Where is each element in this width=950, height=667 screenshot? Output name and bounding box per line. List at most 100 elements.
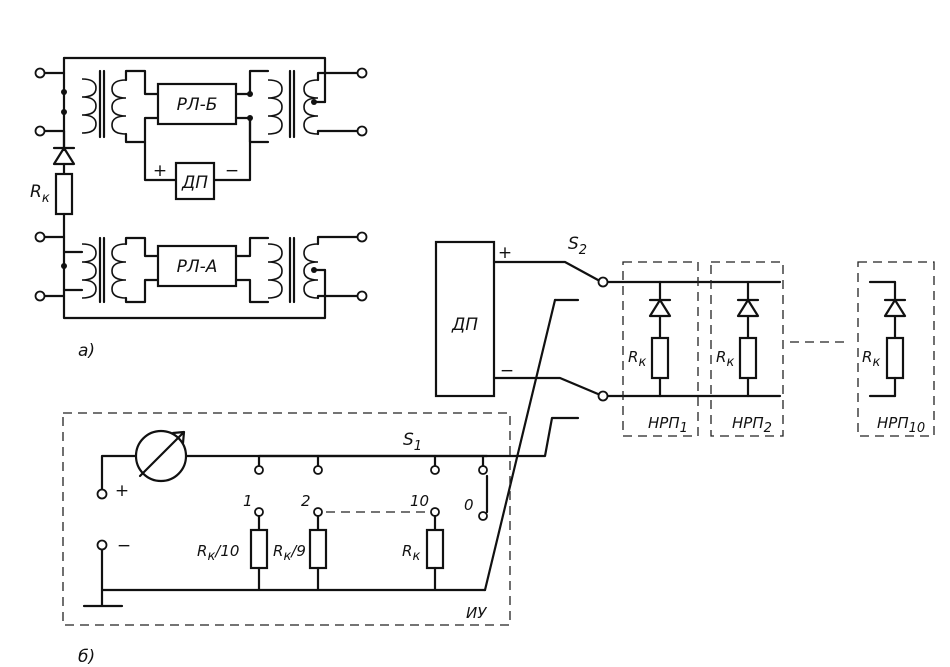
position-label-2: 2: [301, 492, 311, 510]
scale-resistor-10: [425, 528, 445, 570]
sensor-b-plus: +: [498, 243, 512, 263]
terminal-a-br1: [356, 231, 368, 243]
relay-a-label: РЛ-А: [177, 257, 218, 277]
nrp-10-diode: [883, 280, 907, 340]
nrp-2-diode: [736, 280, 760, 340]
relay-b-label: РЛ-Б: [177, 95, 218, 115]
meter-plus-label: +: [115, 481, 129, 501]
resistor-a: [54, 172, 74, 216]
switch-s1-contact-d[interactable]: [478, 465, 488, 475]
terminal-a-bl1: [34, 231, 46, 243]
core-a-bottom-right: [288, 236, 296, 304]
node-a-2: [61, 109, 67, 115]
nrp-2-res-label: Rк: [716, 348, 734, 370]
wire-b-bus-start: [606, 280, 662, 398]
position-contact-1[interactable]: [254, 507, 264, 517]
wire-a-sensor: [143, 116, 252, 182]
coil-a-top-right-primary: [267, 79, 283, 135]
position-contact-0[interactable]: [478, 511, 488, 521]
wire-a-relay-to-right: [234, 69, 270, 144]
wire-a-top-left-to-relay: [124, 69, 160, 144]
nrp-1-res-label: Rк: [628, 348, 646, 370]
wire-a-top-frame: [62, 56, 327, 104]
nrp-1-diode: [648, 280, 672, 340]
terminal-a-tr2: [356, 125, 368, 137]
terminal-a-tl2: [34, 125, 46, 137]
wire-b-return: [100, 566, 487, 592]
position-contact-2[interactable]: [313, 507, 323, 517]
relay-a-box: [156, 244, 238, 288]
wire-a-bottom-coil: [62, 250, 84, 292]
wire-a-bottom-frame: [62, 235, 327, 320]
ground-icon: [82, 548, 124, 608]
sensor-a-label: ДП: [181, 173, 208, 193]
nrp-2-label: НРП2: [732, 414, 772, 436]
position-label-10: 10: [410, 492, 429, 510]
nrp-10-resistor: [885, 336, 905, 380]
sensor-a-box: [174, 161, 216, 201]
sensor-a-plus: +: [153, 161, 167, 181]
nrp-2-resistor: [738, 336, 758, 380]
resistor-a-label: Rк: [30, 182, 50, 206]
iu-unit-box: [62, 412, 511, 626]
sensor-b-box: [434, 240, 496, 398]
position-label-1: 1: [243, 492, 253, 510]
switch-s1-label: S1: [403, 430, 422, 454]
wire-b-meter: [100, 454, 262, 492]
sensor-a-minus: −: [225, 161, 239, 181]
switch-s1-contact-a[interactable]: [254, 465, 264, 475]
scale-resistor-10-label: Rк: [402, 542, 420, 564]
nrp-box-2: [710, 261, 784, 437]
core-a-top-left: [98, 69, 106, 139]
switch-s2-label: S2: [568, 234, 587, 258]
coil-a-bottom-right-secondary: [303, 243, 319, 299]
scale-resistor-leads-top: [257, 514, 437, 532]
meter-terminal-minus: [96, 539, 108, 551]
core-a-top-right: [288, 69, 296, 139]
coil-a-top-left-primary: [81, 78, 97, 134]
wire-a-top-in: [43, 71, 66, 133]
scale-resistor-1-label: Rк/10: [197, 542, 239, 564]
wire-a-right-out: [312, 71, 359, 136]
switch-s2-contact-bottom[interactable]: [597, 390, 609, 402]
nrp-10-label: НРП10: [877, 414, 925, 436]
nrp-box-1: [622, 261, 699, 437]
iu-unit-label: ИУ: [466, 604, 487, 622]
coil-a-bottom-left-secondary: [111, 243, 127, 299]
nrp-1-label: НРП1: [648, 414, 688, 436]
coil-a-bottom-left-primary: [81, 243, 97, 299]
switch-s1-contact-b[interactable]: [313, 465, 323, 475]
scale-resistor-1: [249, 528, 269, 570]
position-label-0: 0: [464, 496, 474, 514]
relay-b-box: [156, 82, 238, 126]
meter-minus-label: −: [117, 536, 131, 556]
diagram-a: РЛ-Б ДП + − Rк РЛ-А: [30, 56, 368, 361]
coil-a-top-left-secondary: [111, 79, 127, 135]
nrp-1-resistor: [650, 336, 670, 380]
position-contact-10[interactable]: [430, 507, 440, 517]
switch-s1-contact-c[interactable]: [430, 465, 440, 475]
switch-s1-taps: [257, 454, 485, 468]
terminal-a-bl2: [34, 290, 46, 302]
wire-a-bottom-right-out: [312, 235, 359, 300]
caption-a: а): [78, 341, 95, 361]
core-a-bottom-left: [98, 236, 106, 304]
node-a-5: [311, 99, 317, 105]
node-a-6: [61, 263, 67, 269]
meter-terminal-plus: [96, 488, 108, 500]
switch-s2-contact-top[interactable]: [597, 276, 609, 288]
node-a-7: [311, 267, 317, 273]
node-a-1: [61, 89, 67, 95]
wire-b-s2-to-iu: [483, 298, 557, 592]
terminal-a-tr1: [356, 67, 368, 79]
coil-a-bottom-right-primary: [267, 243, 283, 299]
wire-a-relay-a-to-right: [234, 236, 270, 304]
sensor-b-label: ДП: [451, 315, 478, 335]
wire-b-bus-end: [868, 280, 897, 398]
nrp-10-res-label: Rк: [862, 348, 880, 370]
wire-a-bottom-to-relay: [124, 236, 160, 304]
terminal-a-tl1: [34, 67, 46, 79]
wire-a-bottom-in: [43, 235, 66, 298]
meter-needle-icon: [138, 430, 186, 478]
